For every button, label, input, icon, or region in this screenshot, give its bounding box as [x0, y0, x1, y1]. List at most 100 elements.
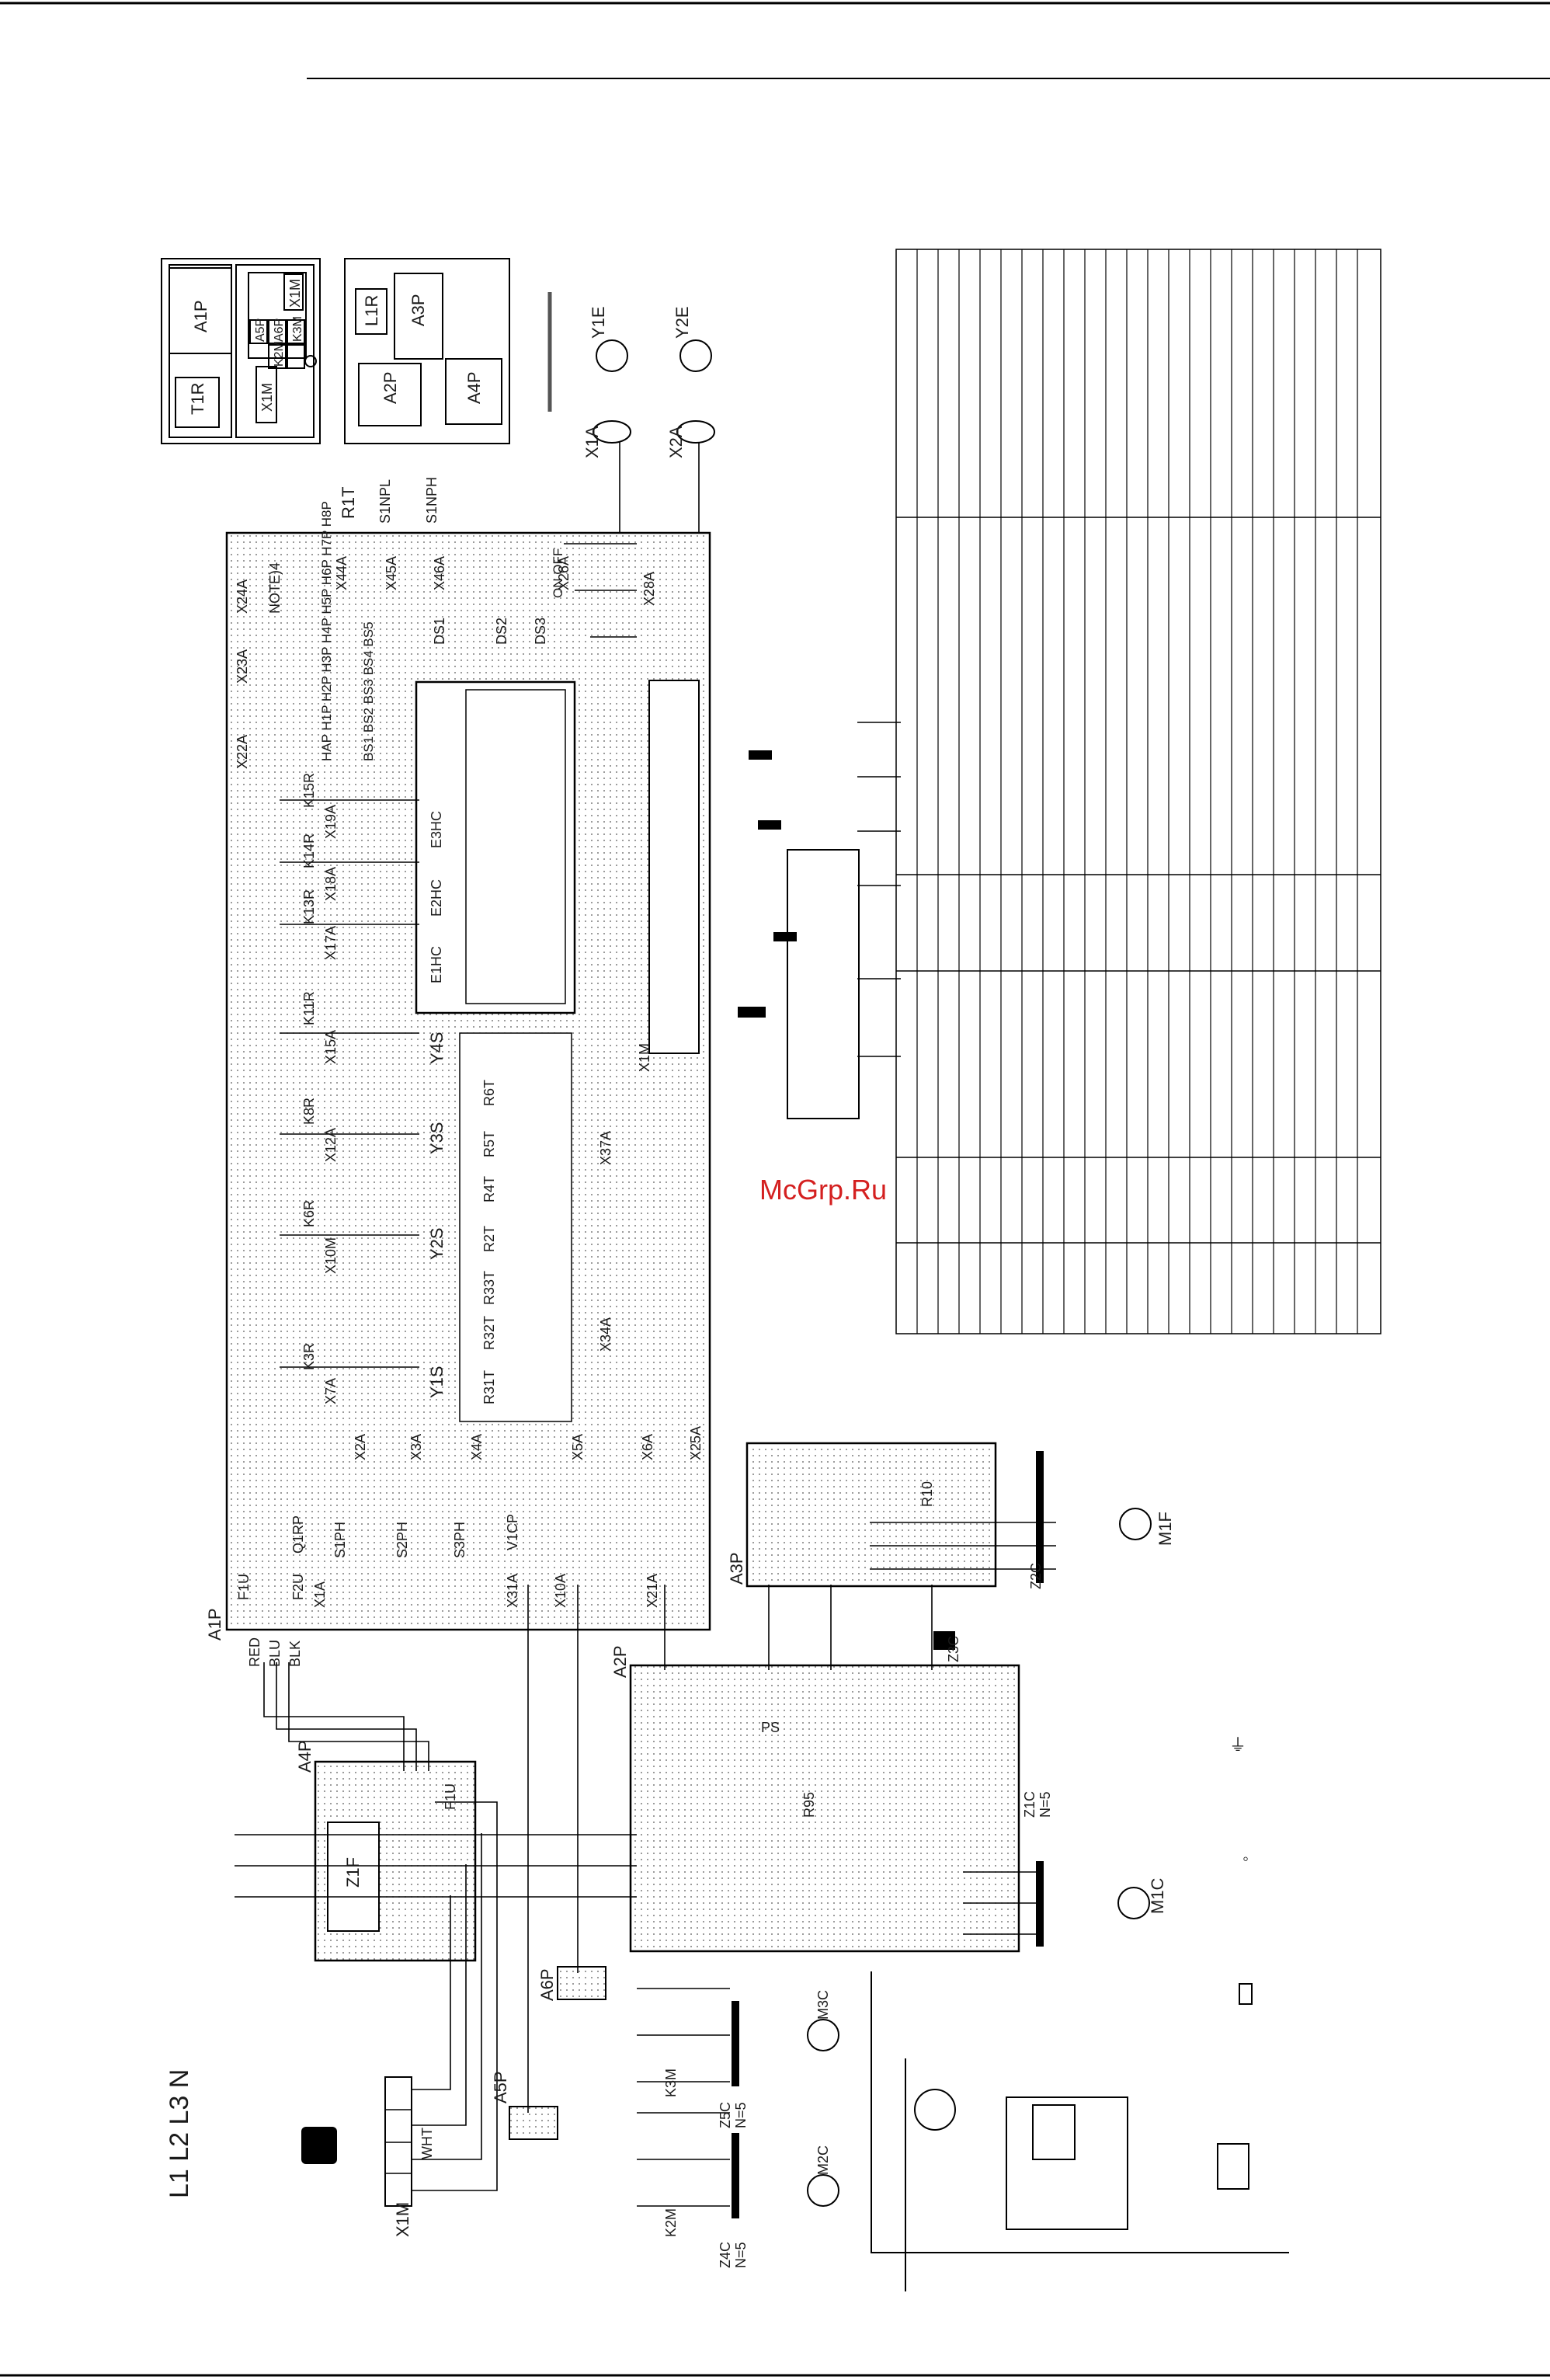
label-m3c: M3C	[815, 1990, 831, 2020]
label-z5c: Z5C	[718, 2102, 733, 2128]
conn-x10m: X10M	[323, 1237, 339, 1274]
watermark: McGrp.Ru	[759, 1174, 887, 1206]
conn-a1p-x2a: X2A	[353, 1434, 368, 1460]
label-y1e: Y1E	[589, 306, 608, 339]
valve-y4s: Y4S	[427, 1032, 447, 1064]
sensor-r5t: R5T	[481, 1131, 497, 1157]
relay-k15r: K15R	[301, 773, 317, 808]
terminal-dividers	[385, 2109, 412, 2174]
legend-table-columns	[916, 249, 1358, 1334]
conn-a1p-x5a: X5A	[570, 1434, 586, 1460]
wiring	[235, 435, 1056, 2207]
label-a4p: A4P	[295, 1740, 315, 1773]
sensor-r6t: R6T	[481, 1080, 497, 1106]
connector-x2a	[676, 420, 715, 444]
box1-a1p: A1P	[191, 300, 210, 332]
button-row: BS1 BS2 BS3 BS4 BS5	[361, 621, 376, 761]
label-x2a-fan: X2A	[666, 426, 686, 458]
z1f-block	[327, 1822, 380, 1932]
box2-l1r: L1R	[362, 295, 381, 326]
terminal-legend-mark	[1217, 2143, 1249, 2190]
led-row: HAP H1P H2P H3P H4P H5P H6P H7P H8P	[319, 501, 334, 761]
box1-k3m: K3M	[291, 316, 304, 342]
heater-e2hc: E2HC	[429, 879, 444, 917]
label-a3p: A3P	[727, 1552, 746, 1585]
terminal-mark: ◦	[1242, 1849, 1249, 1868]
valve-y3s: Y3S	[427, 1122, 447, 1154]
sensor-r32t: R32T	[481, 1316, 497, 1350]
label-m1f: M1F	[1156, 1512, 1175, 1546]
dip-ds3: DS3	[533, 618, 548, 645]
label-m2c: M2C	[815, 2145, 831, 2175]
valve-y1s: Y1S	[427, 1366, 447, 1398]
label-z5c-turns: N=5	[733, 2102, 749, 2128]
box1-a6p: A6P	[273, 318, 286, 342]
conn-x17a: X17A	[323, 926, 339, 960]
legend-table	[895, 249, 1381, 1334]
layout-box-1	[161, 258, 321, 444]
conn-x19a: X19A	[323, 805, 339, 839]
label-ps: PS	[761, 1720, 780, 1735]
label-a5p: A5P	[491, 2071, 510, 2103]
box2-a2p: A2P	[381, 371, 400, 404]
motor-y1e	[596, 339, 628, 372]
relay-k8r: K8R	[301, 1098, 317, 1125]
conn-a1p-x25a: X25A	[688, 1426, 704, 1460]
conn-x23a: X23A	[235, 649, 250, 684]
sensor-r33t: R33T	[481, 1271, 497, 1305]
board-a6p	[557, 1966, 606, 2000]
dip-ds2: DS2	[494, 618, 509, 645]
label-x1m-terminal: X1M	[393, 2202, 412, 2237]
connector-mark	[1239, 1983, 1253, 2005]
heater-e3hc: E3HC	[429, 811, 444, 848]
conn-a1p-x3a: X3A	[408, 1434, 424, 1460]
label-z1f: Z1F	[343, 1857, 363, 1888]
sensor-r31t: R31T	[481, 1370, 497, 1404]
mounting-diagram	[871, 1971, 1289, 2291]
label-x1a-fan: X1A	[582, 426, 602, 458]
label-z1c: Z1C	[1022, 1791, 1037, 1818]
relay-k14r: K14R	[301, 833, 317, 868]
conn-a1p-x34a: X34A	[598, 1317, 613, 1352]
label-v1cp: V1CP	[505, 1514, 520, 1550]
label-a2p: A2P	[610, 1645, 630, 1678]
motor-m1f	[1119, 1508, 1152, 1540]
conn-x12a: X12A	[323, 1128, 339, 1162]
box1-k2m: K2M	[273, 341, 286, 367]
label-a1p: A1P	[205, 1608, 224, 1641]
dip-ds1: DS1	[432, 618, 447, 645]
label-x1m-panel: X1M	[637, 1043, 652, 1072]
conn-x45a: X45A	[384, 556, 399, 590]
conn-x18a: X18A	[323, 867, 339, 901]
label-q1rp: Q1RP	[290, 1515, 306, 1554]
motor-m3c	[807, 2019, 839, 2051]
switch-s2ph: S2PH	[394, 1522, 410, 1558]
wire-blk: BLK	[287, 1641, 303, 1667]
conn-x15a: X15A	[323, 1030, 339, 1064]
conn-x46a: X46A	[432, 556, 447, 590]
motor-symbols	[593, 339, 1152, 2207]
switch-s3ph: S3PH	[452, 1522, 467, 1558]
display-inner	[465, 689, 566, 1004]
conn-x24a: X24A	[235, 579, 250, 614]
conn-x44a: X44A	[334, 556, 349, 590]
board-a2p	[629, 1664, 1020, 1953]
conn-a1p-x31a: X31A	[505, 1574, 520, 1608]
terminal-strip-right	[648, 680, 700, 1054]
label-y2e: Y2E	[672, 306, 692, 339]
sensor-r1t: R1T	[339, 486, 358, 519]
label-note: NOTE)4	[267, 562, 283, 614]
ground-mark: ⏚	[1229, 1735, 1246, 1755]
motor-m1c	[1117, 1887, 1150, 1919]
wire-wht: WHT	[419, 2128, 435, 2159]
label-m1c: M1C	[1148, 1877, 1167, 1914]
supply-label: L1 L2 L3 N	[165, 2069, 194, 2198]
motor-y2e	[679, 339, 712, 372]
label-z4c: Z4C	[718, 2242, 733, 2268]
label-z1c-turns: N=5	[1037, 1791, 1053, 1818]
label-z2c: Z2C	[1028, 1563, 1044, 1589]
ferrite-cores	[301, 750, 1044, 2218]
sensor-r2t: R2T	[481, 1226, 497, 1252]
label-z3c: Z3C	[946, 1636, 961, 1662]
